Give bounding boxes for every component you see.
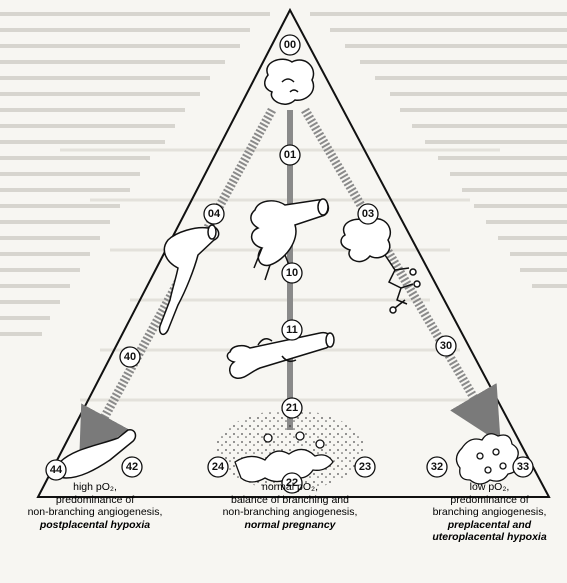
node-44: 44 [46,460,66,480]
node-03: 03 [358,204,378,224]
caption-middle-line1: normal pO₂, [215,481,365,494]
svg-text:30: 30 [440,340,452,352]
node-01: 01 [280,145,300,165]
node-30: 30 [436,336,456,356]
node-23: 23 [355,457,375,477]
svg-text:32: 32 [431,461,443,473]
caption-right-line1: low pO₂, [412,481,567,494]
svg-text:10: 10 [286,267,298,279]
svg-text:01: 01 [284,149,296,161]
caption-left-line3: non-branching angiogenesis, [20,506,170,519]
caption-left-line2: predominance of [20,494,170,507]
svg-text:44: 44 [50,464,63,476]
svg-text:03: 03 [362,208,374,220]
node-33: 33 [513,457,533,477]
node-32: 32 [427,457,447,477]
caption-right-emphasis: preplacental and [412,519,567,532]
node-40: 40 [120,347,140,367]
left-villus-icon [160,225,219,334]
caption-right: low pO₂, predominance of branching angio… [412,481,567,544]
caption-middle: normal pO₂, balance of branching and non… [215,481,365,531]
svg-text:04: 04 [208,208,221,220]
svg-text:11: 11 [286,324,298,336]
node-21: 21 [282,398,302,418]
caption-middle-line3: non-branching angiogenesis, [215,506,365,519]
node-24: 24 [208,457,228,477]
caption-left-emphasis: postplacental hypoxia [20,519,170,532]
svg-text:24: 24 [212,461,225,473]
bottom-right-villus-icon [456,434,518,484]
caption-right-line2: predominance of [412,494,567,507]
svg-text:23: 23 [359,461,371,473]
svg-text:33: 33 [517,461,529,473]
vessel-villus-icon [265,59,314,104]
arrow-to-right [305,110,487,420]
caption-right-line3: branching angiogenesis, [412,506,567,519]
caption-left: high pO₂, predominance of non-branching … [20,481,170,531]
caption-right-emphasis-2: uteroplacental hypoxia [412,531,567,544]
nonbranching-villus-icon [227,333,334,379]
node-04: 04 [204,204,224,224]
svg-text:00: 00 [284,39,296,51]
caption-middle-line2: balance of branching and [215,494,365,507]
node-10: 10 [282,263,302,283]
svg-text:40: 40 [124,351,136,363]
svg-text:42: 42 [126,461,138,473]
caption-middle-emphasis: normal pregnancy [215,519,365,532]
node-00: 00 [280,35,300,55]
caption-left-line1: high pO₂, [20,481,170,494]
svg-text:21: 21 [286,402,298,414]
node-11: 11 [282,320,302,340]
node-42: 42 [122,457,142,477]
